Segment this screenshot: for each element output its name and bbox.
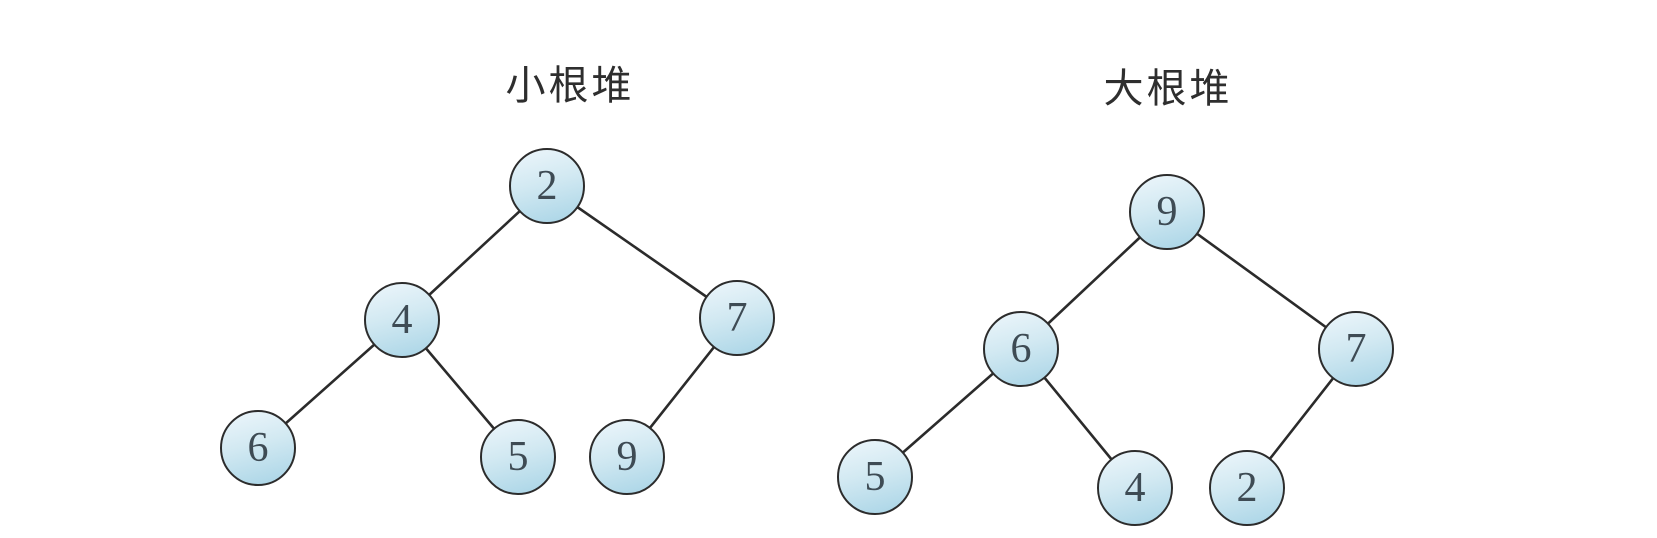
max-heap-node-5: 5 bbox=[837, 439, 913, 515]
max-heap-node-2: 2 bbox=[1209, 450, 1285, 526]
max-heap-node-7: 7 bbox=[1318, 311, 1394, 387]
min-heap-node-4: 4 bbox=[364, 282, 440, 358]
min-heap-node-9: 9 bbox=[589, 419, 665, 495]
min-heap-node-6: 6 bbox=[220, 410, 296, 486]
min-heap-node-2: 2 bbox=[509, 148, 585, 224]
max-heap-node-4: 4 bbox=[1097, 450, 1173, 526]
min-heap-node-5: 5 bbox=[480, 419, 556, 495]
min-heap-node-7: 7 bbox=[699, 280, 775, 356]
max-heap-title: 大根堆 bbox=[1103, 66, 1233, 111]
max-heap-node-9: 9 bbox=[1129, 174, 1205, 250]
min-heap-title: 小根堆 bbox=[505, 63, 635, 108]
max-heap-node-6: 6 bbox=[983, 311, 1059, 387]
